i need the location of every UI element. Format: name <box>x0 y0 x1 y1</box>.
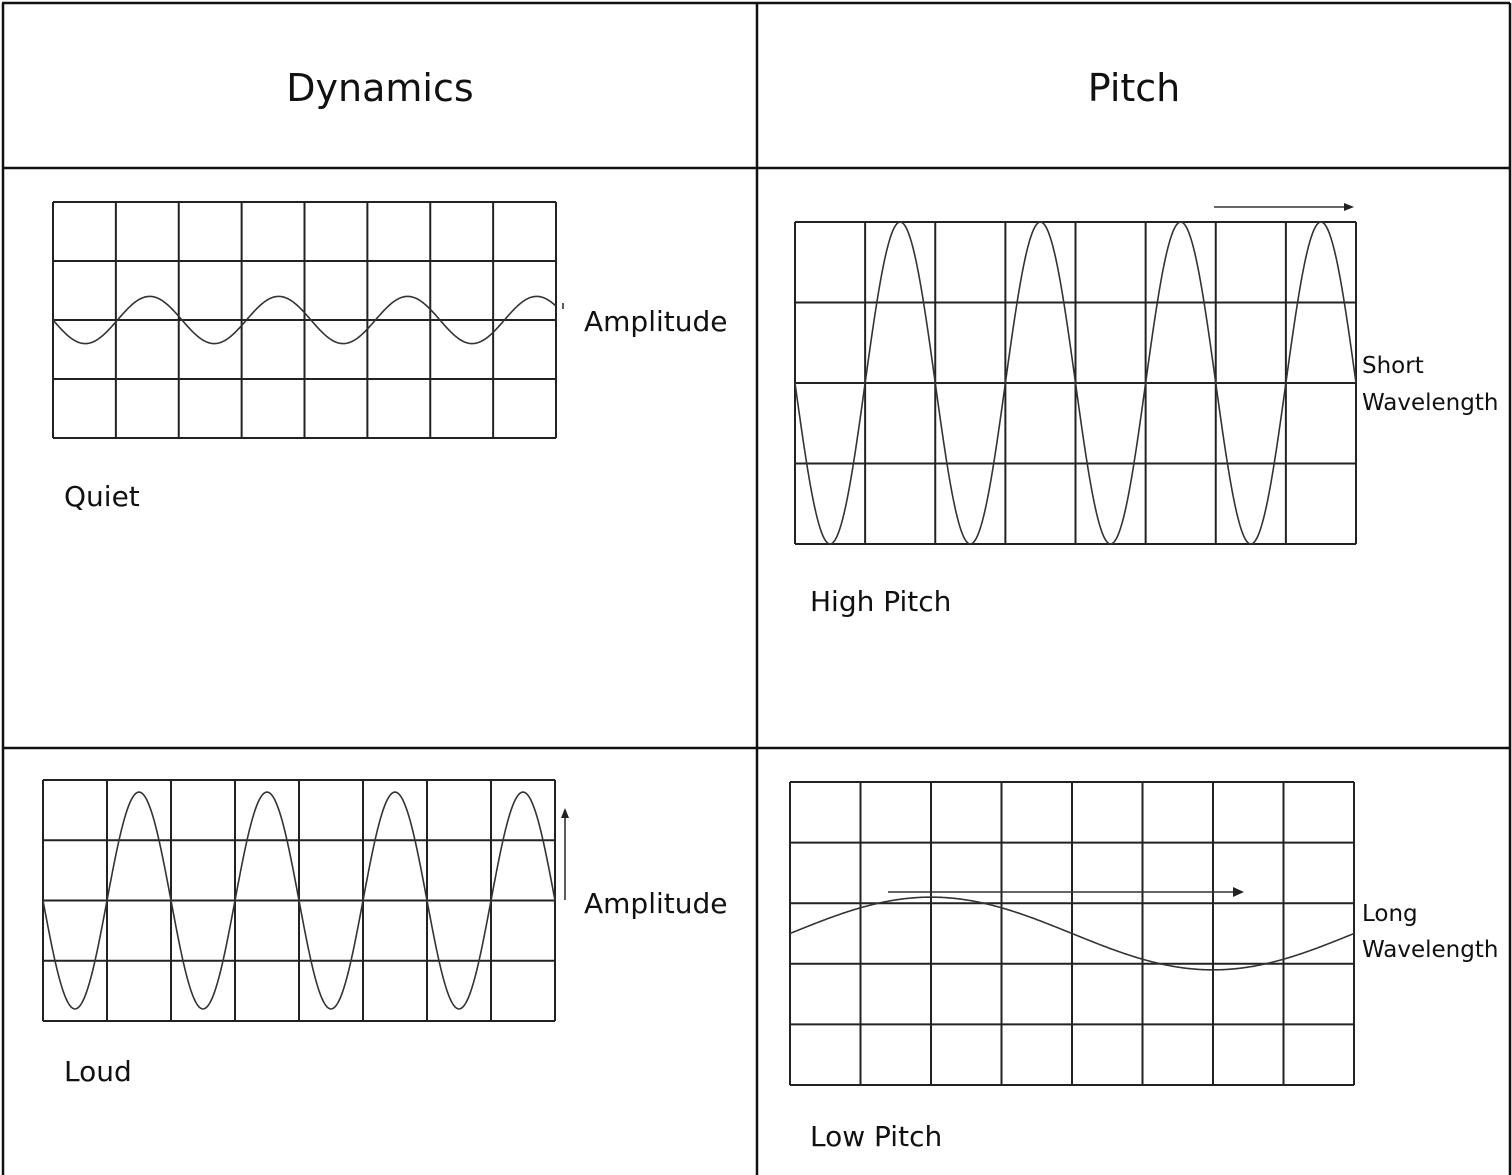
wavelength-label-long-line2: Wavelength <box>1362 937 1498 963</box>
waveform-loud <box>42 791 556 1010</box>
wavelength-arrow-long <box>888 887 1244 897</box>
header-pitch: Pitch <box>1088 66 1181 110</box>
amplitude-arrow-loud-head <box>561 808 569 818</box>
wavelength-label-long-line1: Long <box>1362 901 1418 927</box>
wavelength-label-short-line2: Wavelength <box>1362 390 1498 416</box>
wavelength-arrow-short <box>1214 203 1354 211</box>
cell-quiet: Amplitude Quiet <box>52 201 728 513</box>
wavelength-label-short: Short Wavelength <box>1362 353 1498 416</box>
header-dynamics: Dynamics <box>286 66 473 110</box>
cell-loud: Amplitude Loud <box>42 779 728 1088</box>
amplitude-label-quiet: Amplitude <box>584 305 728 338</box>
wavelength-arrow-long-head <box>1233 887 1244 897</box>
caption-quiet: Quiet <box>64 480 140 513</box>
waveform-grid-quiet <box>52 201 557 439</box>
caption-loud: Loud <box>64 1055 132 1088</box>
caption-high-pitch: High Pitch <box>810 585 951 618</box>
wavelength-label-short-line1: Short <box>1362 353 1424 379</box>
cell-low-pitch: Long Wavelength Low Pitch <box>789 781 1498 1153</box>
cell-high-pitch: Short Wavelength High Pitch <box>794 203 1498 618</box>
wavelength-arrow-short-head <box>1344 203 1354 211</box>
caption-low-pitch: Low Pitch <box>810 1120 942 1153</box>
waveform-low-pitch <box>789 896 1355 971</box>
amplitude-arrow-loud <box>561 808 569 900</box>
waveform-high-pitch <box>794 221 1357 545</box>
waveform-grid-low-pitch <box>789 781 1355 1086</box>
wavelength-label-long: Long Wavelength <box>1362 901 1498 963</box>
waveform-quiet <box>52 295 557 345</box>
amplitude-label-loud: Amplitude <box>584 887 728 920</box>
